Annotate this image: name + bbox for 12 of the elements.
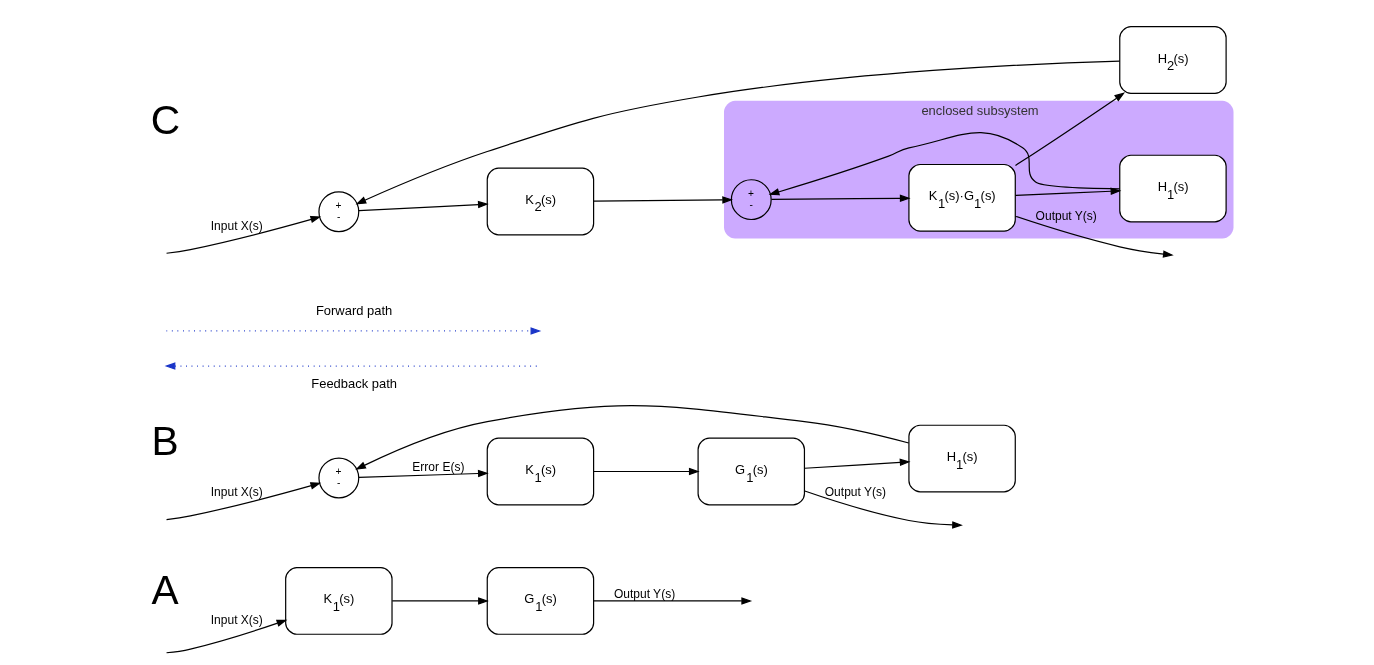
label: B bbox=[151, 418, 179, 465]
label: Feedback path bbox=[311, 376, 397, 392]
edge-label: Error E(s) bbox=[412, 459, 465, 474]
edge-label: Output Y(s) bbox=[824, 484, 886, 499]
label: A bbox=[151, 566, 179, 613]
edge-label: Input X(s) bbox=[210, 218, 263, 233]
label: C bbox=[150, 97, 181, 144]
edge-label: Input X(s) bbox=[210, 612, 263, 627]
label: Forward path bbox=[315, 303, 393, 319]
edge-label: Input X(s) bbox=[210, 484, 263, 499]
edge-label: Output Y(s) bbox=[613, 586, 676, 601]
edge-label: Output Y(s) bbox=[1035, 209, 1097, 224]
